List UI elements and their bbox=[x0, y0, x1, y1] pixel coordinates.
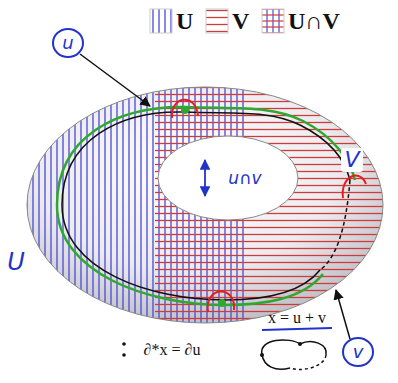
legend-swatch bbox=[150, 9, 172, 33]
torus-hole bbox=[158, 136, 298, 220]
equation: x = u + v bbox=[268, 310, 326, 326]
equation: ∂*x = ∂u bbox=[144, 342, 201, 358]
loop-point bbox=[260, 353, 264, 357]
loop-sketch bbox=[262, 355, 290, 369]
loop-sketch bbox=[262, 340, 327, 355]
callout-letter: v bbox=[353, 343, 364, 361]
region-letter: V bbox=[341, 148, 362, 172]
loop-u bbox=[62, 112, 350, 205]
double-arrow bbox=[204, 160, 206, 196]
region-note: u∩v bbox=[228, 170, 261, 187]
legend-label: U∩V bbox=[288, 9, 340, 33]
loop-sketch bbox=[290, 355, 326, 369]
callout-circle bbox=[343, 338, 373, 366]
loop-x bbox=[57, 205, 323, 305]
leader-arrow bbox=[80, 54, 150, 106]
v-region bbox=[155, 80, 390, 330]
callout-circle bbox=[53, 29, 83, 57]
underline bbox=[262, 328, 332, 330]
boundary-dot bbox=[218, 299, 226, 307]
dot bbox=[122, 342, 126, 346]
loop-x bbox=[57, 107, 355, 205]
legend-label: V bbox=[232, 9, 249, 33]
red-mark bbox=[208, 291, 234, 312]
leader-arrow bbox=[336, 290, 350, 339]
boundary-dot bbox=[181, 106, 189, 114]
callout-letter: u bbox=[62, 34, 73, 52]
loop-u bbox=[62, 205, 320, 300]
legend-swatch bbox=[262, 9, 284, 33]
loop-hidden bbox=[320, 180, 350, 270]
region-letter: U bbox=[7, 250, 25, 274]
red-mark bbox=[343, 176, 366, 198]
torus-outline bbox=[27, 87, 383, 323]
legend-label: U bbox=[176, 9, 193, 33]
dot bbox=[122, 353, 126, 357]
legend-swatch bbox=[206, 9, 228, 33]
loop-point bbox=[298, 342, 302, 346]
red-mark bbox=[172, 100, 198, 118]
